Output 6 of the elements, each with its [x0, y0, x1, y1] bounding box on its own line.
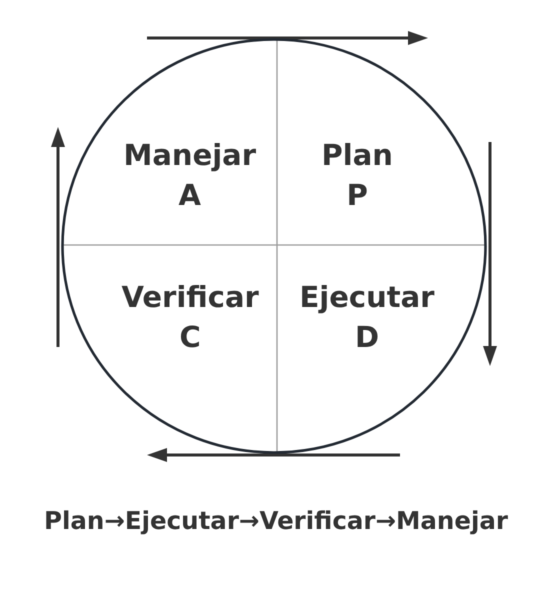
- quadrant-label: Plan P: [322, 135, 393, 215]
- quadrant-label: Ejecutar D: [300, 277, 434, 357]
- quadrant-label: Verificar C: [122, 277, 259, 357]
- cycle-circle: [61, 38, 487, 454]
- quadrant-label: Manejar A: [124, 135, 256, 215]
- caption: Plan→Ejecutar→Verificar→Manejar: [44, 506, 508, 535]
